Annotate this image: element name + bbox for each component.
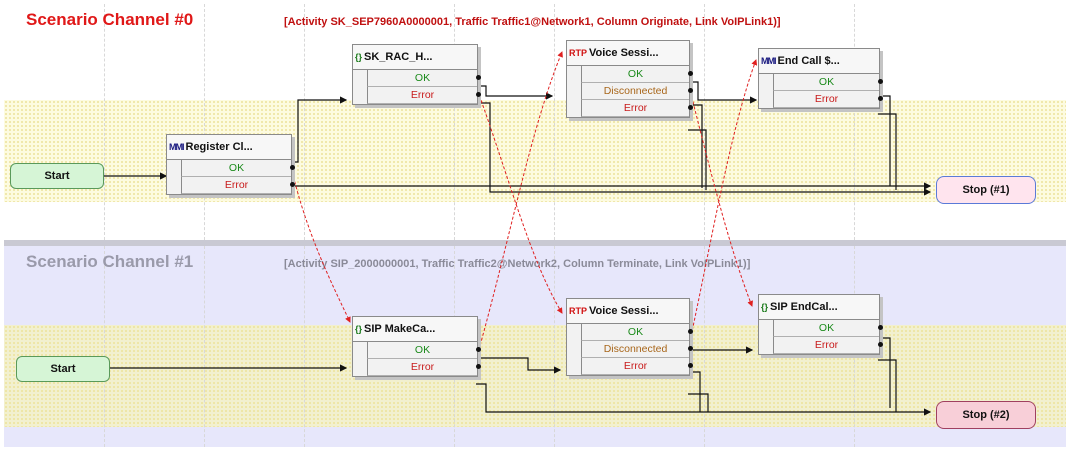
flow-register-ok	[290, 96, 348, 163]
node-title: Register Cl...	[185, 141, 253, 153]
grid-line	[554, 246, 555, 447]
exit-ok[interactable]: OK	[581, 66, 693, 83]
sip-make-call-node[interactable]: {}SIP MakeCa... OK Error	[352, 316, 481, 377]
exit-error[interactable]: Error	[773, 337, 883, 354]
flow-voice0-ok	[688, 81, 758, 104]
grid-line	[304, 246, 305, 447]
channel-0-start-node[interactable]: Start	[10, 163, 104, 189]
channel-1-activity: [Activity SIP_2000000001, Traffic Traffi…	[284, 258, 751, 270]
exit-port[interactable]	[688, 363, 693, 368]
exit-port[interactable]	[688, 105, 693, 110]
node-title: SK_RAC_H...	[364, 51, 433, 63]
exit-ok[interactable]: OK	[367, 342, 481, 359]
exit-port[interactable]	[476, 75, 481, 80]
exit-port[interactable]	[290, 182, 295, 187]
exit-disconnected[interactable]: Disconnected	[581, 341, 693, 358]
exit-port[interactable]	[290, 165, 295, 170]
grid-line	[554, 4, 555, 240]
exit-error[interactable]: Error	[773, 91, 883, 108]
channel-1-stop-node[interactable]: Stop (#2)	[936, 401, 1036, 429]
sync-makecall-to-voice0	[475, 51, 563, 361]
exit-port[interactable]	[476, 92, 481, 97]
grid-line	[304, 4, 305, 240]
channel-separator	[4, 240, 1066, 246]
grid-line	[204, 246, 205, 447]
flow-endcall1-error	[878, 359, 897, 412]
exit-error[interactable]: Error	[367, 87, 481, 104]
rtp-icon: RTP	[569, 48, 587, 58]
script-icon: {}	[355, 52, 363, 62]
exit-port[interactable]	[688, 88, 693, 93]
channel-0-activity: [Activity SK_SEP7960A0000001, Traffic Tr…	[284, 16, 781, 28]
exit-port[interactable]	[476, 364, 481, 369]
sync-voice1-to-endcall	[687, 59, 758, 351]
sync-voice0-to-sipendcall	[687, 81, 753, 307]
exit-port[interactable]	[878, 325, 883, 330]
exit-port[interactable]	[878, 79, 883, 84]
flow-makecall-ok	[476, 357, 562, 374]
flow-voice1-error	[688, 393, 709, 412]
exit-error[interactable]: Error	[367, 359, 481, 376]
exit-port[interactable]	[476, 347, 481, 352]
flow-endcall-error	[878, 113, 897, 190]
flow-endcall-ok	[878, 95, 891, 186]
node-title: SIP EndCal...	[770, 301, 838, 313]
exit-disconnected[interactable]: Disconnected	[581, 83, 693, 100]
sk-rac-node[interactable]: {}SK_RAC_H... OK Error	[352, 44, 481, 105]
grid-line	[854, 4, 855, 240]
exit-error[interactable]: Error	[581, 358, 693, 375]
mmi-icon: MMI	[761, 56, 776, 66]
channel-1-start-node[interactable]: Start	[16, 356, 110, 382]
channel-1-flow-band	[4, 325, 1066, 427]
channel-0-title: Scenario Channel #0	[26, 10, 194, 29]
flow-rac-error	[476, 102, 932, 196]
node-title: End Call $...	[777, 55, 840, 67]
node-title: SIP MakeCa...	[364, 323, 436, 335]
exit-port[interactable]	[688, 329, 693, 334]
rtp-icon: RTP	[569, 306, 587, 316]
node-title: Voice Sessi...	[589, 47, 659, 59]
exit-error[interactable]: Error	[581, 100, 693, 117]
exit-ok[interactable]: OK	[181, 160, 295, 177]
mmi-icon: MMI	[169, 142, 184, 152]
exit-port[interactable]	[878, 342, 883, 347]
flow-endcall1-ok	[878, 337, 891, 408]
exit-ok[interactable]: OK	[581, 324, 693, 341]
exit-ok[interactable]: OK	[773, 320, 883, 337]
node-title: Voice Sessi...	[589, 305, 659, 317]
sync-rac-to-voice1	[475, 85, 563, 314]
exit-ok[interactable]: OK	[773, 74, 883, 91]
exit-port[interactable]	[878, 96, 883, 101]
script-icon: {}	[355, 324, 363, 334]
flow-voice0-disconnected	[688, 104, 703, 188]
flow-makecall-error	[476, 383, 932, 416]
exit-port[interactable]	[688, 346, 693, 351]
grid-line	[704, 246, 705, 447]
grid-line	[104, 4, 105, 240]
flow-voice1-disconnected	[688, 371, 701, 412]
sip-end-call-node[interactable]: {}SIP EndCal... OK Error	[758, 294, 883, 355]
flow-rac-ok	[476, 85, 554, 100]
exit-port[interactable]	[688, 71, 693, 76]
channel-1-title: Scenario Channel #1	[26, 252, 194, 271]
grid-line	[204, 4, 205, 240]
grid-line	[104, 246, 105, 447]
exit-error[interactable]: Error	[181, 177, 295, 194]
flow-voice0-error	[688, 129, 707, 190]
channel-0-stop-node[interactable]: Stop (#1)	[936, 176, 1036, 204]
script-icon: {}	[761, 302, 769, 312]
exit-ok[interactable]: OK	[367, 70, 481, 87]
grid-line	[704, 4, 705, 240]
grid-line	[454, 4, 455, 240]
